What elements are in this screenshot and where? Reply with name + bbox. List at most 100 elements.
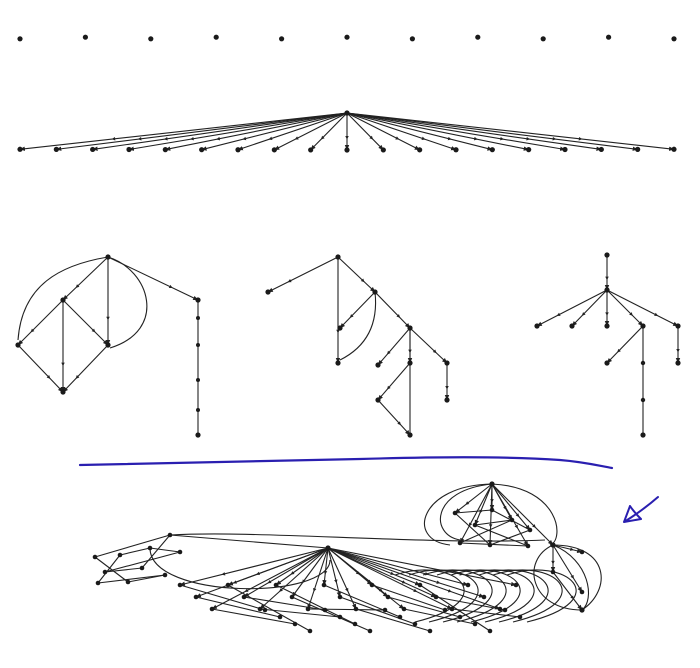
graph-node xyxy=(335,360,341,366)
edge-arrowhead xyxy=(447,136,452,141)
graph-edge xyxy=(377,362,411,401)
graph-edge xyxy=(492,569,563,623)
edge-arrowhead xyxy=(396,314,401,318)
edge-arrowhead xyxy=(395,136,400,140)
graph-node xyxy=(257,606,263,612)
graph-edge xyxy=(355,608,431,632)
edge-arrowhead xyxy=(360,278,365,283)
edge-arrowhead xyxy=(401,580,406,584)
graph-node xyxy=(604,323,610,329)
graph-node xyxy=(526,147,532,153)
graph-edge xyxy=(552,544,590,611)
graph-node xyxy=(17,146,23,152)
graph-node xyxy=(517,614,523,620)
graph-edge xyxy=(243,547,329,598)
graph-node xyxy=(550,542,556,548)
graph-edge xyxy=(327,547,405,610)
edge-arrowhead xyxy=(75,375,80,379)
graph-edge xyxy=(94,556,129,583)
edge-arrowhead xyxy=(75,284,80,288)
graph-node xyxy=(209,606,215,612)
graph-node xyxy=(90,146,96,153)
graph-node xyxy=(225,582,231,588)
graph-edge xyxy=(606,289,644,327)
graph-edge xyxy=(533,544,583,611)
graph-node xyxy=(449,606,455,612)
graph-edge xyxy=(346,112,602,151)
graph-node xyxy=(453,147,459,153)
graph-edge xyxy=(169,534,329,549)
graph-node xyxy=(569,323,575,329)
graph-node xyxy=(417,582,423,588)
edge-arrowhead xyxy=(445,386,449,390)
graph-node xyxy=(417,147,423,153)
graph-edge xyxy=(394,569,465,623)
graph-edge xyxy=(259,608,341,618)
graph-node xyxy=(102,569,108,575)
graph-edge xyxy=(371,584,446,611)
graph-edge xyxy=(327,547,517,587)
edge-arrowhead xyxy=(216,136,221,141)
graph-edge xyxy=(62,299,109,346)
graph-node xyxy=(372,289,378,295)
graph-edge xyxy=(346,112,457,151)
graph-edge xyxy=(346,112,421,151)
graph-node xyxy=(579,607,585,613)
graph-edge xyxy=(327,547,437,598)
graph-node xyxy=(213,34,219,40)
edge-arrowhead xyxy=(279,588,283,592)
graph-edge xyxy=(107,256,199,301)
graph-edge xyxy=(478,569,549,623)
graph-node xyxy=(177,549,183,555)
graph-edge xyxy=(454,512,491,546)
graph-edge xyxy=(327,547,357,610)
graph-node xyxy=(322,607,328,613)
edge-arrowhead xyxy=(386,350,391,355)
graph-node xyxy=(147,545,153,551)
graph-edge xyxy=(179,584,266,611)
graph-node xyxy=(472,621,478,627)
edge-arrowhead xyxy=(221,572,226,576)
edge-arrowhead xyxy=(369,135,374,140)
graph-node xyxy=(382,607,388,613)
graph-node xyxy=(139,565,145,571)
graph-node xyxy=(598,146,604,153)
edge-arrowhead xyxy=(605,312,609,316)
graph-edge xyxy=(474,524,529,547)
graph-node xyxy=(321,582,327,588)
graph-node xyxy=(337,594,343,600)
graph-node xyxy=(148,36,154,42)
graph-node xyxy=(337,614,343,620)
graph-edge xyxy=(323,584,401,618)
edge-arrowhead xyxy=(386,385,391,390)
edge-arrowhead xyxy=(345,587,349,592)
graph-node xyxy=(369,582,375,588)
graph-node xyxy=(401,606,407,612)
graph-edge xyxy=(491,483,529,547)
graph-node xyxy=(305,606,311,612)
graph-edge xyxy=(17,256,109,341)
graph-edge xyxy=(552,544,583,593)
graph-edge xyxy=(424,483,493,546)
graph-node xyxy=(277,614,283,620)
graph-edge xyxy=(346,112,675,151)
graph-node xyxy=(126,146,132,153)
graph-node xyxy=(337,325,343,331)
graph-node xyxy=(53,146,59,152)
graph-node xyxy=(527,527,533,533)
graph-node xyxy=(502,607,508,613)
graph-node xyxy=(550,569,556,575)
edge-arrowhead xyxy=(268,136,273,140)
edge-arrowhead xyxy=(294,136,299,140)
graph-edge xyxy=(459,542,529,547)
graph-node xyxy=(481,594,487,600)
edge-arrowhead xyxy=(569,547,574,551)
edge-arrowhead xyxy=(473,136,478,141)
graph-edge xyxy=(387,596,461,618)
graph-node xyxy=(604,252,610,258)
graph-node xyxy=(640,397,646,403)
graph-edge xyxy=(327,547,341,598)
edge-arrowhead xyxy=(581,312,586,316)
graph-edge xyxy=(491,483,531,531)
graph-edge xyxy=(327,547,453,610)
